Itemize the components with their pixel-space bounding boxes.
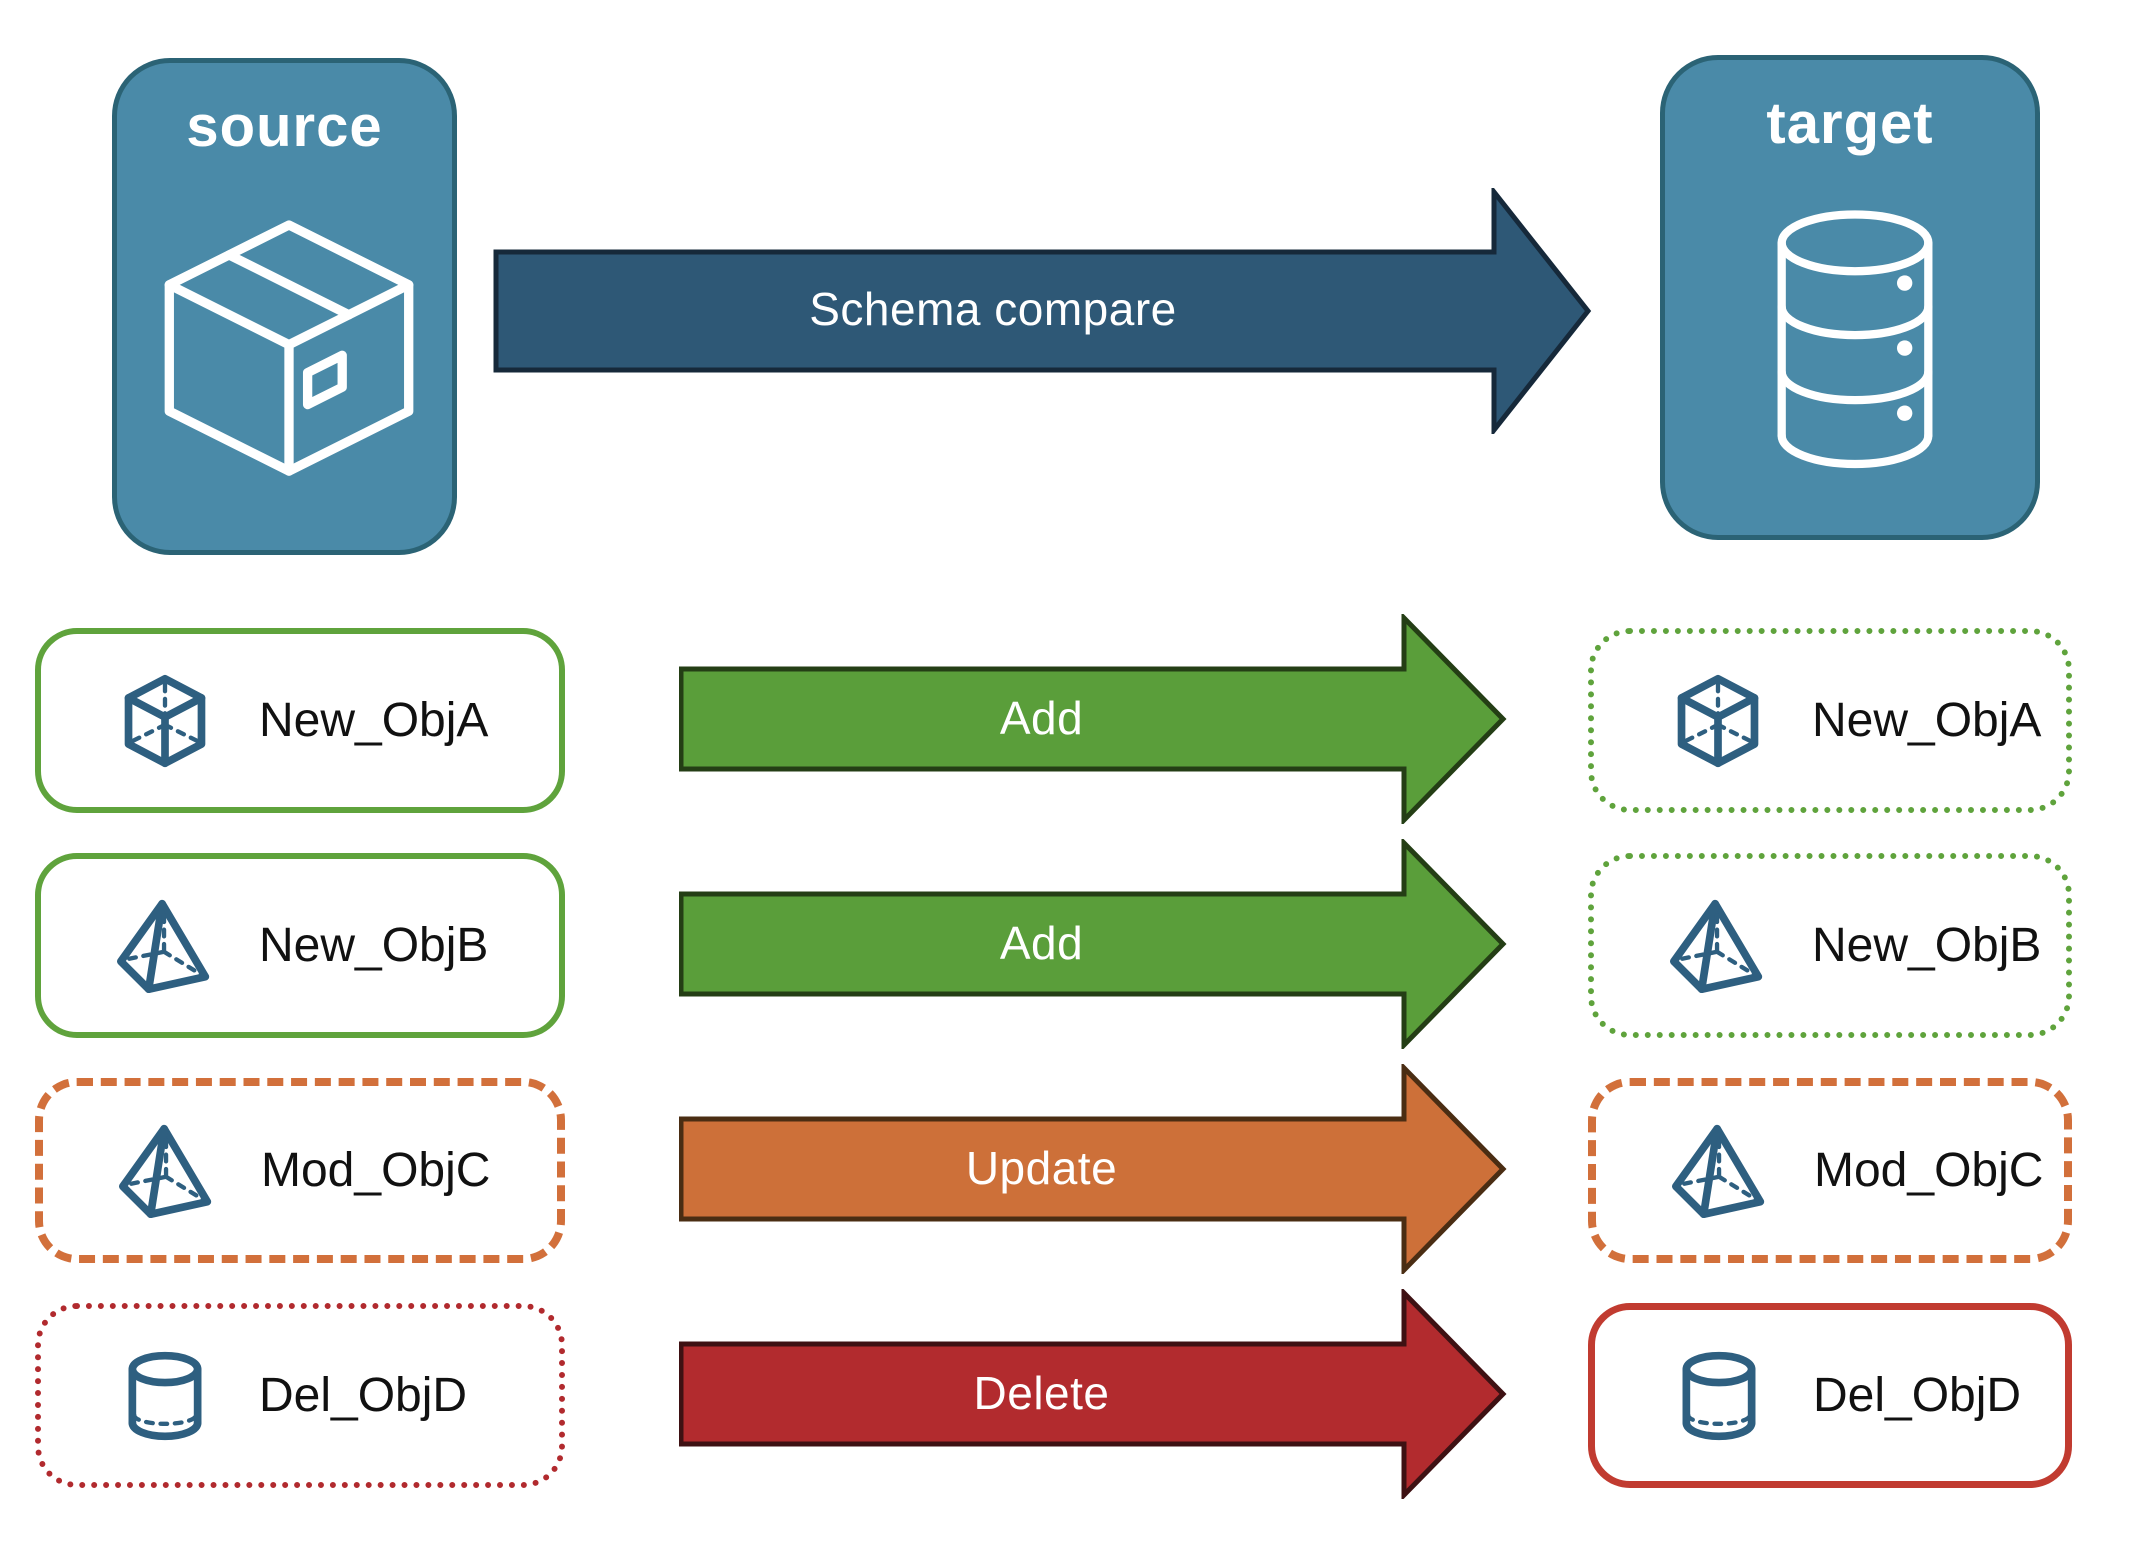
source-object-new-obja: New_ObjA: [35, 628, 565, 813]
schema-compare-arrow-label: Schema compare: [809, 282, 1177, 335]
object-name: New_ObjA: [259, 694, 489, 747]
object-name: Mod_ObjC: [261, 1144, 491, 1197]
cube-icon: [117, 671, 213, 771]
cube-icon: [1670, 671, 1766, 771]
object-name: New_ObjB: [1812, 919, 2042, 972]
cylinder-icon: [117, 1346, 213, 1446]
schema-compare-arrow: [493, 188, 1592, 434]
add-arrow: [679, 614, 1507, 824]
object-name: Del_ObjD: [1813, 1369, 2022, 1422]
target-object-del-objd: Del_ObjD: [1588, 1303, 2072, 1488]
pyramid-icon: [119, 1121, 215, 1221]
object-name: New_ObjB: [259, 919, 489, 972]
source-node: source: [112, 58, 457, 555]
delete-arrow: [679, 1289, 1507, 1499]
source-node-title: source: [186, 94, 383, 159]
add-arrow: [679, 839, 1507, 1049]
source-object-del-objd: Del_ObjD: [35, 1303, 565, 1488]
pyramid-icon: [1672, 1121, 1768, 1221]
target-object-new-objb: New_ObjB: [1588, 853, 2072, 1038]
update-arrow: [679, 1064, 1507, 1274]
object-name: Del_ObjD: [259, 1369, 468, 1422]
source-object-new-objb: New_ObjB: [35, 853, 565, 1038]
target-node: target: [1660, 55, 2040, 540]
target-object-mod-objc: Mod_ObjC: [1588, 1078, 2072, 1263]
database-icon: [1741, 205, 1969, 477]
cylinder-icon: [1671, 1346, 1767, 1446]
update-arrow-label: Update: [965, 1141, 1118, 1194]
add-arrow-label: Add: [999, 691, 1084, 744]
add-arrow-label: Add: [999, 916, 1084, 969]
source-object-mod-objc: Mod_ObjC: [35, 1078, 565, 1263]
target-object-new-obja: New_ObjA: [1588, 628, 2072, 813]
delete-arrow-label: Delete: [973, 1366, 1110, 1419]
pyramid-icon: [1670, 896, 1766, 996]
object-name: Mod_ObjC: [1814, 1144, 2044, 1197]
package-box-icon: [156, 211, 422, 505]
pyramid-icon: [117, 896, 213, 996]
object-name: New_ObjA: [1812, 694, 2042, 747]
target-node-title: target: [1766, 91, 1934, 156]
